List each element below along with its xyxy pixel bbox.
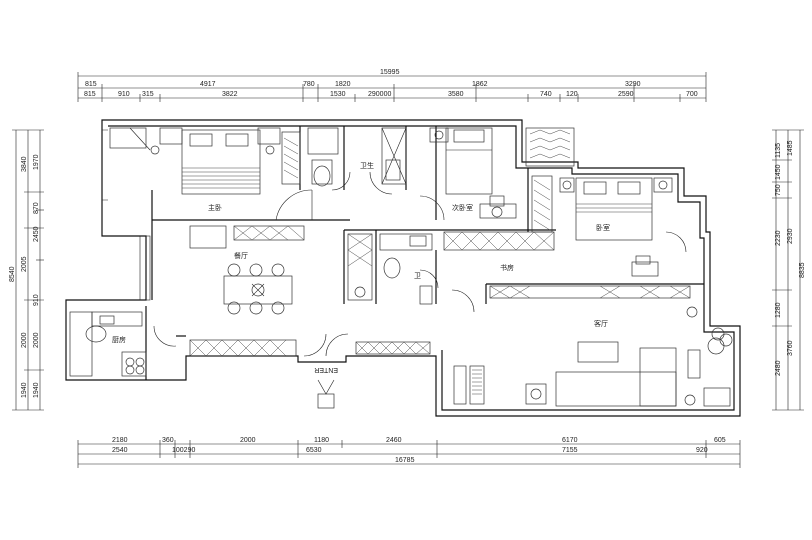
dim-right: 2230: [775, 230, 782, 246]
top-dimensions: 15995 815 4917 780 1820 1862 3290 815 91…: [77, 69, 707, 102]
dim-right: 1450: [775, 164, 782, 180]
dim-top: 815: [84, 91, 96, 98]
label-bathroom1: 卫生: [360, 161, 374, 170]
hall-cabinets: [189, 225, 555, 251]
dim-top: 2590: [618, 91, 634, 98]
dim-top: 1530: [330, 91, 346, 98]
dim-left: 870: [33, 202, 40, 214]
exterior-walls: [65, 119, 741, 417]
dim-left: 3840: [21, 156, 28, 172]
dim-right: 1485: [787, 140, 794, 156]
bathroom2-fixtures: [347, 233, 433, 305]
dim-left: 1940: [33, 382, 40, 398]
dim-bottom: 6170: [562, 437, 578, 444]
kitchen-fixtures: [69, 311, 147, 377]
dim-top: 815: [85, 81, 97, 88]
master-bedroom-furniture: [109, 127, 301, 195]
right-dimensions: 1135 1450 750 2230 1280 2480 1485 2930 3…: [772, 129, 806, 411]
dim-bottom: 1180: [314, 437, 329, 444]
secondary-bedroom-furniture: [429, 127, 517, 219]
label-bathroom2: 卫: [414, 272, 421, 280]
label-master-bedroom: 主卧: [208, 203, 222, 212]
room-labels: 主卧 卫生 次卧室 卧室 卫 餐厅 厨房 书房 客厅 ENTER: [112, 161, 610, 373]
doors: [129, 127, 687, 357]
dim-bottom: 7155: [562, 447, 578, 454]
dim-top: 3580: [448, 91, 464, 98]
dim-top: 315: [142, 91, 154, 98]
dim-bottom: 920: [696, 447, 708, 454]
dim-top: 700: [686, 91, 698, 98]
dim-bottom: 2540: [112, 447, 128, 454]
corridor-cabinets: [189, 339, 431, 357]
dim-top: 120: [566, 91, 578, 98]
dim-top: 3290: [625, 81, 641, 88]
bathroom1-fixtures: [307, 127, 407, 187]
dim-bottom: 100290: [172, 447, 195, 454]
dim-bottom: 360: [162, 437, 174, 444]
dim-left: 2005: [21, 256, 28, 272]
dim-right: 2930: [787, 228, 794, 244]
closet-hatched: [525, 127, 575, 167]
label-study: 书房: [500, 263, 514, 272]
label-entrance: ENTER: [314, 366, 338, 373]
dim-top: 910: [118, 91, 130, 98]
dim-right: 2480: [775, 360, 782, 376]
bottom-dimensions: 2180 360 2000 1180 2460 6170 605 2540 10…: [77, 437, 741, 468]
dim-top: 290000: [368, 91, 391, 98]
dining-furniture: [223, 263, 293, 315]
dim-left-total: 8540: [9, 266, 16, 282]
dim-bottom: 2000: [240, 437, 256, 444]
dim-top: 1862: [472, 81, 488, 88]
left-dimensions: 8540 3840 2005 2000 1940 1970 870 2450 9…: [9, 129, 44, 411]
dim-left: 1940: [21, 382, 28, 398]
living-room-furniture: [453, 285, 733, 407]
dim-left: 1970: [33, 154, 40, 170]
dim-right: 1135: [775, 143, 782, 158]
dim-top-total: 15995: [380, 69, 400, 76]
dim-top: 780: [303, 81, 315, 88]
dim-bottom: 2180: [112, 437, 128, 444]
dim-right: 3760: [787, 340, 794, 356]
bedroom3-furniture: [531, 175, 673, 277]
dim-left: 2450: [33, 226, 40, 242]
entrance-marker: [317, 379, 335, 409]
dim-top: 3822: [222, 91, 238, 98]
dim-bottom-total: 16785: [395, 457, 415, 464]
dim-bottom: 2460: [386, 437, 402, 444]
dim-right: 1280: [775, 302, 782, 318]
dim-left: 2000: [33, 332, 40, 348]
dim-top: 1820: [335, 81, 351, 88]
dim-right-total: 8835: [799, 262, 806, 278]
label-living: 客厅: [594, 319, 608, 328]
dim-top: 740: [540, 91, 552, 98]
dim-right: 750: [775, 184, 782, 196]
dim-left: 910: [33, 294, 40, 306]
dim-left: 2000: [21, 332, 28, 348]
label-kitchen: 厨房: [112, 335, 126, 344]
label-bedroom3: 卧室: [596, 223, 610, 232]
label-secondary-bedroom: 次卧室: [452, 203, 473, 212]
dim-bottom: 605: [714, 437, 726, 444]
dim-bottom: 6530: [306, 447, 322, 454]
dim-top: 4917: [200, 81, 216, 88]
label-dining: 餐厅: [234, 251, 248, 260]
